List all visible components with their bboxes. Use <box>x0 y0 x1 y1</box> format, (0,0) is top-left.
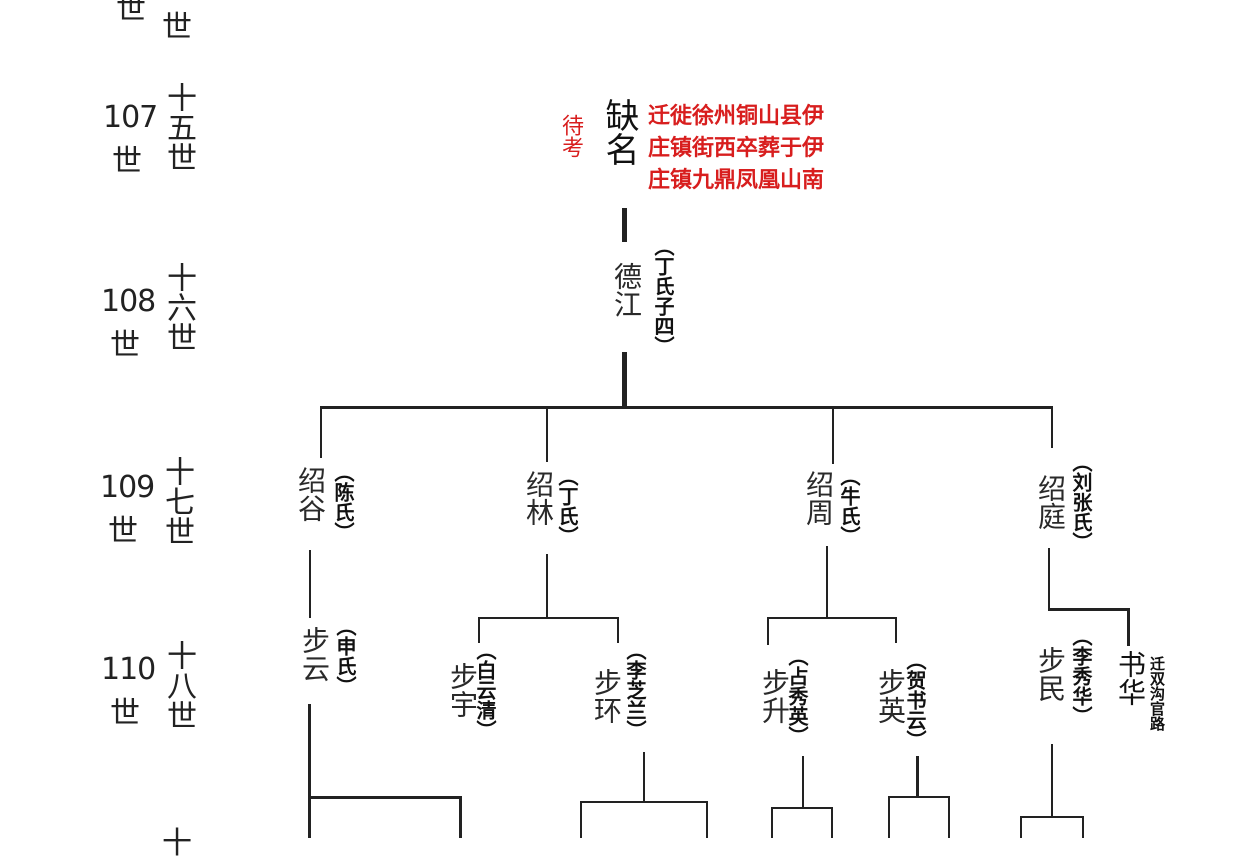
spouse-name: （李芝兰） <box>623 640 647 740</box>
person-name: 步民 <box>1034 646 1067 702</box>
descent-line <box>1051 744 1053 818</box>
person-name: 步云 <box>298 626 331 682</box>
person-name: 步宇 <box>446 662 479 718</box>
descent-line <box>309 550 311 618</box>
branch-line <box>1051 406 1053 448</box>
generation-chinese: 十六世 <box>161 262 196 352</box>
branch-line <box>767 617 769 645</box>
generation-shi: 世 <box>112 144 142 179</box>
generation-shi: 世 <box>110 696 140 731</box>
spouse-name: （申氏） <box>333 616 357 696</box>
branch-line <box>888 796 890 838</box>
person-name: 德江 <box>610 262 643 318</box>
spouse-name: （刘张氏） <box>1069 452 1093 552</box>
sibling-bar <box>1020 816 1084 818</box>
note-line: 庄镇街西卒葬于伊 <box>648 135 825 161</box>
descent-line <box>546 554 548 618</box>
branch-line <box>771 807 773 838</box>
generation-number: 108 <box>101 284 156 319</box>
spouse-name: （白云清） <box>473 640 497 740</box>
branch-line <box>948 796 950 838</box>
descent-line <box>622 352 627 408</box>
branch-line <box>478 617 480 643</box>
sibling-bar <box>888 796 950 798</box>
descent-line <box>1048 548 1050 610</box>
generation-number: 109 <box>100 470 155 505</box>
branch-line <box>1127 608 1130 646</box>
spouse-name: （陈氏） <box>331 462 355 542</box>
descent-line <box>643 752 645 802</box>
branch-line <box>1082 816 1084 838</box>
migration-note: 迁徙徐州铜山县伊 庄镇街西卒葬于伊 庄镇九鼎凤凰山南 <box>648 100 824 196</box>
spouse-name: （丁氏子四） <box>651 236 675 356</box>
branch-line <box>706 801 708 838</box>
generation-number: 110 <box>101 652 156 687</box>
spouse-name: （牛氏） <box>837 466 861 546</box>
generation-chinese: 十七世 <box>159 456 194 546</box>
pending-note: 待考 <box>558 114 583 158</box>
sibling-bar <box>308 796 462 799</box>
generation-chinese: 十五世 <box>161 82 196 172</box>
branch-line <box>580 801 582 838</box>
branch-line <box>1020 816 1022 838</box>
spouse-name: （李秀华） <box>1069 626 1093 726</box>
generation-number: 107 <box>103 100 158 135</box>
branch-line <box>617 617 619 643</box>
branch-line <box>320 406 322 458</box>
generation-shi: 世 <box>108 514 138 549</box>
person-name: 绍庭 <box>1034 474 1067 530</box>
descent-line <box>826 546 828 618</box>
person-name: 步英 <box>874 668 907 724</box>
spouse-name: （贺书云） <box>903 650 927 750</box>
sibling-bar <box>767 617 897 619</box>
person-name: 缺名 <box>599 98 639 166</box>
sibling-bar <box>320 406 1053 409</box>
branch-line <box>459 796 462 838</box>
generation-chinese: 十八世 <box>161 640 196 730</box>
generation-fragment-right: 世 <box>162 10 192 45</box>
branch-line <box>895 617 897 643</box>
spouse-name: （占秀英） <box>785 646 809 746</box>
sibling-bar <box>771 807 833 809</box>
sibling-bar <box>580 801 708 803</box>
sibling-bar <box>1048 608 1130 611</box>
descent-line <box>622 208 627 242</box>
descent-line <box>802 756 804 808</box>
descent-line <box>308 704 311 838</box>
spouse-name: （丁氏） <box>555 466 579 546</box>
branch-line <box>832 406 834 464</box>
person-name: 绍谷 <box>294 466 327 522</box>
person-name: 步环 <box>590 668 623 724</box>
generation-fragment-bottom: 十 <box>162 826 192 861</box>
migration-note: 迁双沟官路 <box>1148 656 1166 731</box>
person-name: 绍林 <box>522 470 555 526</box>
branch-line <box>831 807 833 838</box>
generation-fragment-left: 世 <box>116 0 146 27</box>
note-line: 迁徙徐州铜山县伊 <box>648 103 825 129</box>
descent-line <box>916 756 919 798</box>
branch-line <box>546 406 548 462</box>
generation-shi: 世 <box>110 328 140 363</box>
person-name: 步升 <box>758 668 791 724</box>
person-name: 书华 <box>1114 650 1147 706</box>
sibling-bar <box>478 617 618 619</box>
note-line: 庄镇九鼎凤凰山南 <box>648 167 825 193</box>
person-name: 绍周 <box>802 470 835 526</box>
